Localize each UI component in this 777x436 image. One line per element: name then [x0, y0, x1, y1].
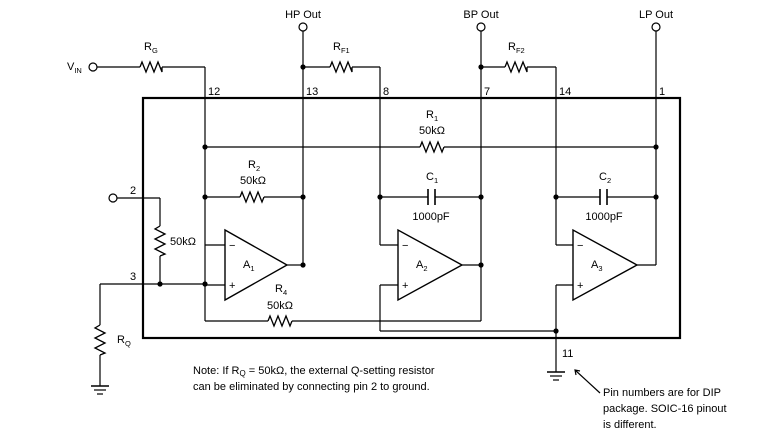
opamp-a2-minus: − — [402, 240, 408, 252]
opamp-a1-plus: + — [229, 280, 235, 292]
hp-out-label: HP Out — [285, 9, 321, 21]
opamp-a1 — [224, 228, 289, 302]
r2-value: 50kΩ — [240, 175, 266, 187]
opamp-a2-label: A2 — [416, 259, 428, 273]
rf2-label: RF2 — [508, 41, 525, 55]
opamp-a1-minus: − — [229, 240, 235, 252]
pin-note-line-1: Pin numbers are for DIP — [603, 387, 721, 399]
terminal-bp-out — [476, 22, 486, 32]
resistor-r4 — [267, 314, 293, 328]
pin-note-line-2: package. SOIC-16 pinout — [603, 403, 727, 415]
terminal-pin2 — [108, 193, 118, 203]
c2-value: 1000pF — [585, 211, 623, 223]
opamp-a3-plus: + — [577, 280, 583, 292]
opamp-a3-minus: − — [577, 240, 583, 252]
pin-2-label: 2 — [130, 185, 136, 197]
vin-label: VIN — [67, 61, 82, 75]
resistor-r2 — [239, 190, 265, 204]
q-resistor-note: Note: If RQ = 50kΩ, the external Q-setti… — [193, 363, 435, 395]
q-note-line-2: can be eliminated by connecting pin 2 to… — [193, 381, 430, 393]
terminal-lp-out — [651, 22, 661, 32]
rq-label: RQ — [117, 334, 131, 348]
lp-out-label: LP Out — [639, 9, 673, 21]
pin-8-label: 8 — [383, 86, 389, 98]
opamp-a3 — [572, 228, 639, 302]
ground-symbol-pin11 — [547, 371, 565, 381]
pin-12-label: 12 — [208, 86, 220, 98]
pin-3-label: 3 — [130, 271, 136, 283]
c2-label: C2 — [599, 171, 611, 185]
rf1-label: RF1 — [333, 41, 350, 55]
resistor-r1 — [419, 140, 445, 154]
resistor-rf2 — [504, 60, 528, 74]
terminal-hp-out — [298, 22, 308, 32]
resistor-rg — [139, 60, 163, 74]
r2-label: R2 — [248, 159, 260, 173]
r1-label: R1 — [426, 109, 438, 123]
r4-value: 50kΩ — [267, 300, 293, 312]
pin-note-line-3: is different. — [603, 419, 657, 431]
opamp-a2 — [397, 228, 464, 302]
r3-value: 50kΩ — [170, 236, 196, 248]
opamp-a2-plus: + — [402, 280, 408, 292]
ground-symbol-rq — [91, 385, 109, 395]
r1-value: 50kΩ — [419, 125, 445, 137]
resistor-rf1 — [329, 60, 353, 74]
pin-note-arrow — [574, 369, 601, 394]
pin-13-label: 13 — [306, 86, 318, 98]
pin-numbers-note: Pin numbers are for DIP package. SOIC-16… — [603, 385, 727, 433]
pin-14-label: 14 — [559, 86, 571, 98]
rg-label: RG — [144, 41, 158, 55]
resistor-rq — [93, 324, 107, 356]
ic-package-outline — [141, 96, 682, 340]
capacitor-c1 — [427, 189, 436, 205]
pin-7-label: 7 — [484, 86, 490, 98]
opamp-a3-label: A3 — [591, 259, 603, 273]
bp-out-label: BP Out — [463, 9, 498, 21]
pin-11-label: 11 — [562, 348, 573, 360]
terminal-vin — [88, 62, 98, 72]
c1-value: 1000pF — [412, 211, 450, 223]
opamp-a1-label: A1 — [243, 259, 255, 273]
junction-dots — [157, 64, 659, 334]
resistor-r3 — [153, 225, 167, 257]
pin-1-label: 1 — [659, 86, 665, 98]
q-note-line-1: Note: If RQ = 50kΩ, the external Q-setti… — [193, 365, 435, 378]
c1-label: C1 — [426, 171, 438, 185]
r4-label: R4 — [275, 283, 287, 297]
capacitor-c2 — [599, 189, 608, 205]
